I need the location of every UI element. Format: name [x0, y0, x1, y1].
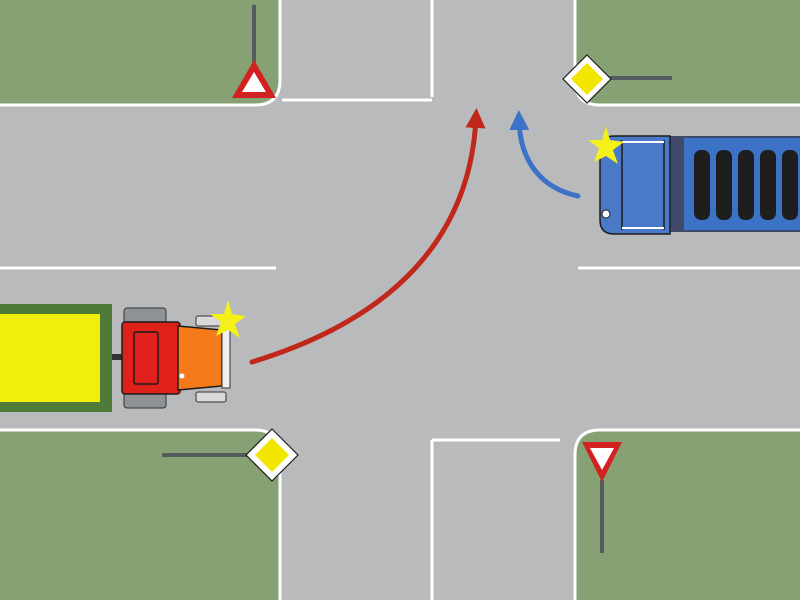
front-grille — [221, 327, 231, 389]
priority-road-sign-top-right — [562, 54, 672, 104]
trailer-cargo — [0, 314, 100, 402]
blue-turn-path-arrow — [509, 110, 581, 199]
red-tractor-with-trailer — [0, 300, 246, 412]
yield-sign-bottom-right — [582, 442, 622, 553]
blue-truck — [588, 126, 800, 235]
left-turn-signal-icon — [210, 300, 246, 338]
grass-bottom-right — [575, 430, 800, 600]
trailer-hitch — [112, 354, 126, 360]
yield-sign-top-left — [232, 5, 276, 98]
tractor-seat — [133, 331, 159, 385]
truck-cargo-slots — [694, 150, 798, 220]
priority-road-sign-bottom-left — [162, 428, 299, 482]
tractor-hood — [177, 325, 223, 391]
front-wheel-bottom — [195, 391, 227, 403]
grass-bottom-left — [0, 430, 280, 600]
red-turn-path-arrow — [249, 108, 486, 365]
tractor-cab — [121, 321, 181, 395]
grass-top-left — [0, 0, 280, 105]
grass-top-right — [575, 0, 800, 105]
right-turn-signal-icon — [588, 126, 624, 164]
